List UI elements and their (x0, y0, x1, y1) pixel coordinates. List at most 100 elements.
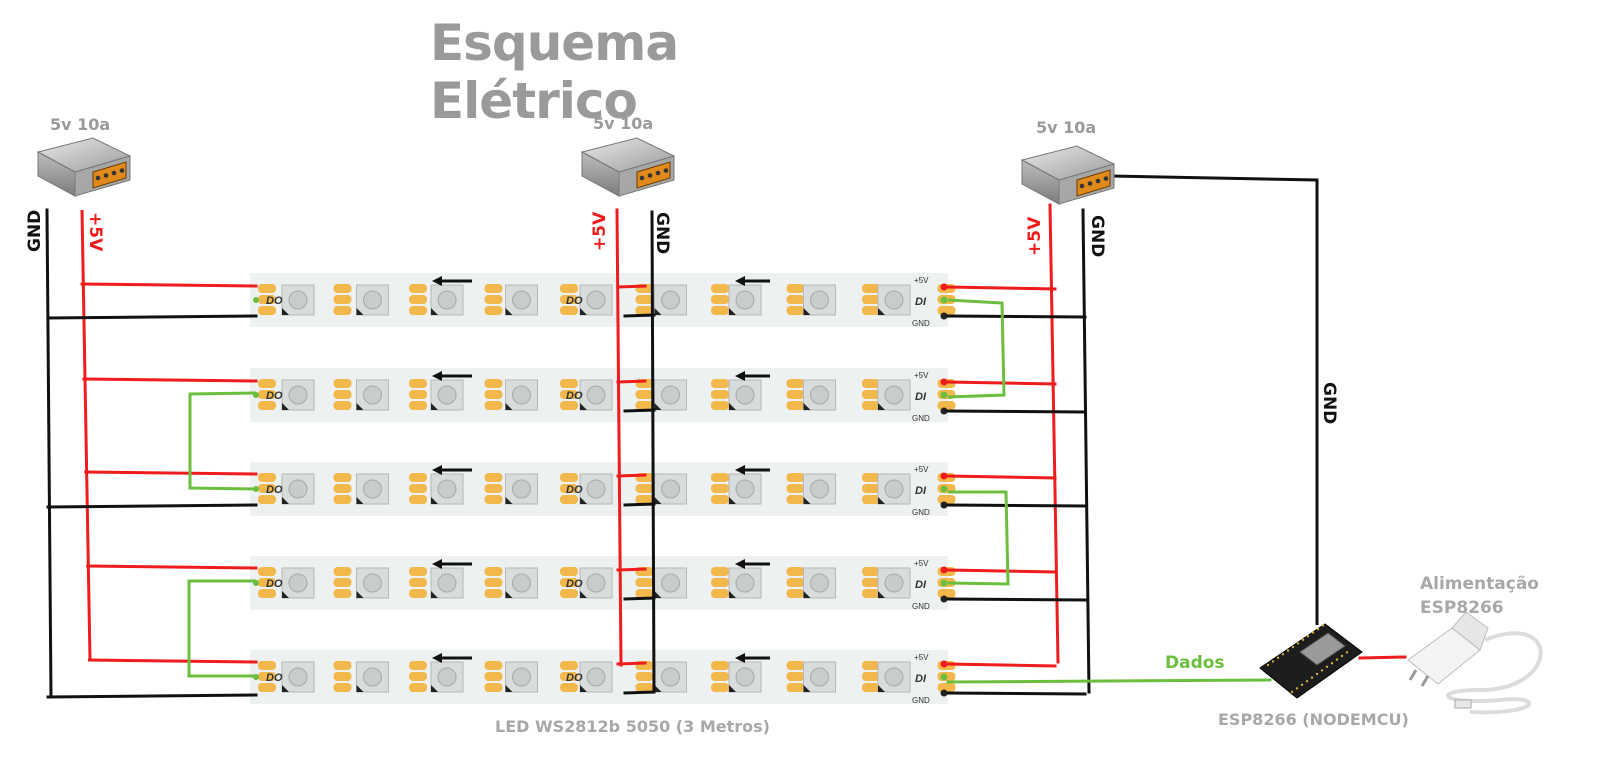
led-corner-mark (282, 403, 289, 410)
pin-do-label: DO (266, 578, 283, 590)
vcc-link-right (946, 568, 1057, 574)
solder-pad (862, 484, 880, 493)
psu-screw (1087, 181, 1093, 186)
solder-pad (560, 683, 578, 692)
led-chip (356, 379, 389, 411)
solder-pad (786, 567, 805, 576)
strip-caption: LED WS2812b 5050 (3 Metros) (495, 717, 770, 736)
direction-arrow-head (735, 276, 745, 286)
terminal-vcc (940, 566, 948, 574)
vcc-line-charger (1358, 655, 1407, 660)
esp-pin (1330, 662, 1334, 665)
solder-pad (786, 295, 805, 304)
solder-pad (862, 284, 880, 293)
led-corner-mark (505, 497, 513, 504)
solder-pad (333, 567, 352, 576)
solder-pad (484, 306, 503, 315)
solder-pad (258, 578, 276, 587)
terminal-vcc (940, 378, 948, 386)
data-link-r3-r4 (947, 490, 1010, 586)
esp-pin (1266, 663, 1270, 667)
psu-screw (663, 168, 669, 173)
power-supply-3 (1020, 145, 1116, 205)
esp-pin (1345, 651, 1349, 654)
psu-3-label: 5v 10a (1036, 118, 1097, 137)
solder-pad (333, 379, 352, 388)
solder-pad (409, 284, 427, 293)
solder-pad (258, 295, 276, 304)
led-lens (884, 479, 904, 499)
vcc-link-middle (616, 473, 647, 478)
gnd-label-middle: GND (652, 212, 672, 255)
direction-arrow-head (735, 465, 745, 475)
led-lens (586, 290, 606, 310)
solder-pad (258, 589, 276, 598)
led-corner-mark (282, 685, 289, 692)
vcc-link-right (946, 474, 1057, 480)
solder-pad (409, 401, 427, 410)
solder-pad (484, 284, 503, 293)
vcc-rail-left (80, 209, 92, 661)
solder-pad (560, 589, 578, 598)
led-lens (437, 667, 457, 687)
solder-pad (862, 306, 880, 315)
solder-pad (560, 401, 578, 410)
solder-pad (635, 306, 654, 315)
pin-vcc-label: +5V (914, 371, 929, 380)
led-lens (884, 573, 904, 593)
solder-pad (786, 306, 805, 315)
solder-pad (862, 672, 880, 681)
led-corner-mark (729, 403, 736, 410)
charger-cable (1446, 631, 1543, 715)
solder-pad (333, 473, 352, 482)
pin-di-label: DI (915, 391, 927, 403)
vcc-link-middle (616, 661, 647, 666)
esp-pin (1290, 690, 1294, 694)
solder-pad (560, 390, 578, 399)
esp-pin (1286, 649, 1290, 652)
led-corner-mark (580, 685, 587, 692)
direction-arrow-head (432, 559, 442, 569)
direction-arrow-head (432, 276, 442, 286)
led-corner-mark (654, 497, 662, 504)
led-lens (437, 479, 457, 499)
solder-pad (560, 495, 578, 504)
solder-pad (786, 401, 805, 410)
solder-pad (409, 578, 427, 587)
data-label: Dados (1165, 653, 1225, 673)
psu-screw (119, 168, 125, 173)
gnd-label-esp: GND (1319, 382, 1339, 425)
gnd-link-middle (623, 408, 656, 413)
esp-pin (1296, 642, 1300, 645)
esp-pin (1295, 687, 1299, 690)
solder-pad (258, 567, 276, 576)
solder-pad (635, 589, 654, 598)
psu-screw (639, 175, 645, 181)
vcc-link-left (86, 564, 258, 570)
gnd-label-right: GND (1087, 215, 1107, 258)
psu-screw (1103, 176, 1109, 181)
vcc-link-right (946, 662, 1057, 668)
led-lens (437, 385, 457, 405)
psu-terminal-block (1076, 169, 1111, 197)
led-lens (661, 290, 680, 310)
charger-pin (1420, 675, 1430, 687)
solder-pad (862, 401, 880, 410)
gnd-link-left (46, 693, 258, 699)
solder-pad (635, 672, 654, 681)
solder-pad (333, 661, 352, 670)
gnd-label-left: GND (25, 209, 45, 252)
charger-label-line2: ESP8266 (1420, 598, 1504, 618)
psu-screw (95, 175, 101, 181)
esp-pin (1321, 624, 1325, 627)
solder-pad (711, 484, 729, 493)
solder-pad (635, 401, 654, 410)
solder-pad (258, 401, 276, 410)
terminal-do (253, 297, 259, 303)
led-corner-mark (282, 308, 289, 315)
terminal-vcc (940, 283, 948, 291)
led-corner-mark (803, 591, 811, 598)
vcc-link-left (80, 282, 258, 288)
